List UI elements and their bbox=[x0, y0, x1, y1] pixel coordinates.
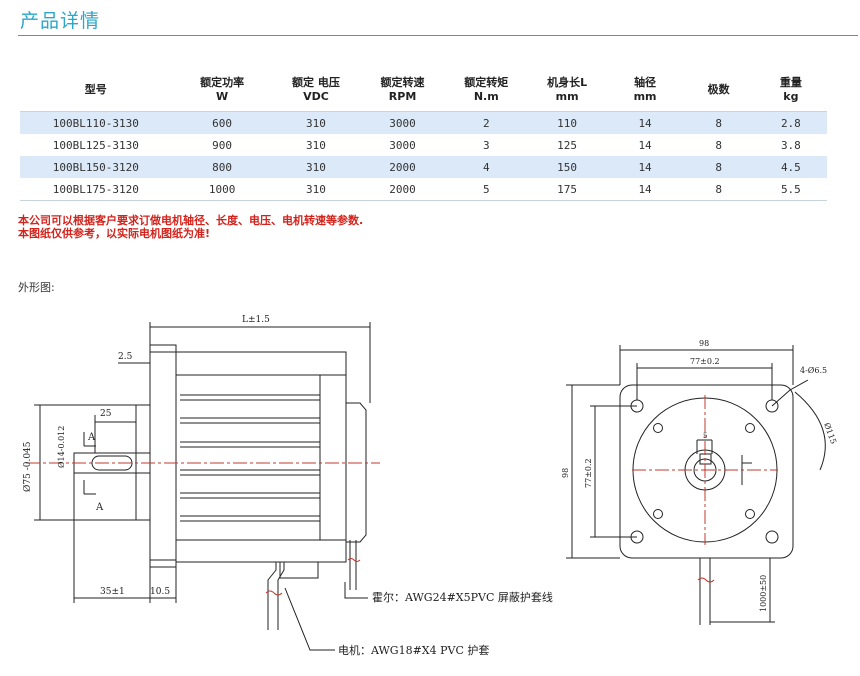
cell-length: 125 bbox=[557, 138, 578, 152]
dim-pcd: Ø115 bbox=[822, 422, 838, 446]
dim-height: 98 bbox=[561, 468, 570, 478]
note-custom: 本公司可以根据客户要求订做电机轴径、长度、电压、电机转速等参数. bbox=[18, 214, 364, 227]
section-mark-bottom: A bbox=[95, 502, 104, 513]
dim-key: 25 bbox=[100, 409, 112, 419]
cell-voltage: 310 bbox=[272, 111, 360, 134]
col-header-poles: 极数 bbox=[682, 69, 755, 112]
hall-wire-label: 霍尔：AWG24#X5PVC 屏蔽护套线 bbox=[372, 590, 553, 604]
cell-shaft: 14 bbox=[607, 178, 683, 201]
cell-speed: 2000 bbox=[359, 156, 446, 178]
cell-torque: 4 bbox=[445, 156, 527, 178]
dim-flange-thk: 10.5 bbox=[150, 587, 170, 597]
dim-width: 98 bbox=[699, 339, 709, 348]
cell-length: 110 bbox=[526, 111, 608, 134]
cell-voltage: 310 bbox=[272, 178, 360, 201]
cell-model: 100BL110-3130 bbox=[20, 111, 172, 134]
cell-model: 100BL150-3120 bbox=[20, 156, 172, 178]
cell-torque: 5 bbox=[445, 178, 527, 201]
cell-weight: 5.5 bbox=[754, 178, 827, 201]
cell-speed: 3000 bbox=[389, 138, 416, 152]
cell-power: 1000 bbox=[171, 178, 273, 201]
dim-front-key: 5 bbox=[703, 432, 707, 440]
cell-power: 800 bbox=[171, 156, 273, 178]
dim-lead: 1000±50 bbox=[759, 575, 768, 612]
section-mark-top: A bbox=[87, 432, 96, 443]
cell-poles: 8 bbox=[682, 178, 755, 201]
cell-poles: 8 bbox=[715, 138, 722, 152]
cell-poles: 8 bbox=[682, 111, 755, 134]
cell-torque: 2 bbox=[445, 111, 527, 134]
cell-length: 175 bbox=[526, 178, 608, 201]
cell-weight: 3.8 bbox=[780, 138, 801, 152]
page-title: 产品详情 bbox=[20, 10, 101, 32]
cell-model: 100BL125-3130 bbox=[52, 138, 139, 152]
table-row: 100BL110-3130 600 310 3000 2 110 14 8 2.… bbox=[20, 111, 827, 134]
cell-shaft: 14 bbox=[638, 138, 652, 152]
cell-power: 600 bbox=[171, 111, 273, 134]
cell-voltage: 310 bbox=[272, 156, 360, 178]
dim-flange: 2.5 bbox=[118, 352, 133, 362]
cell-shaft: 14 bbox=[607, 156, 683, 178]
dim-hole-spacing: 77±0.2 bbox=[690, 357, 720, 366]
dim-shaft-len: 35±1 bbox=[100, 587, 125, 597]
drawing-label: 外形图: bbox=[18, 281, 55, 294]
dim-holes: 4-Ø6.5 bbox=[800, 366, 827, 375]
cell-power: 900 bbox=[212, 138, 233, 152]
table-row: 100BL175-3120 1000 310 2000 5 175 14 8 5… bbox=[20, 178, 827, 201]
cell-speed: 3000 bbox=[359, 111, 446, 134]
cell-weight: 2.8 bbox=[754, 111, 827, 134]
cell-voltage: 310 bbox=[305, 138, 326, 152]
note-reference: 本图纸仅供参考，以实际电机图纸为准! bbox=[18, 227, 211, 240]
cell-weight: 4.5 bbox=[754, 156, 827, 178]
title-rule bbox=[18, 35, 858, 36]
dim-hole-spacing-v: 77±0.2 bbox=[584, 458, 593, 488]
front-view bbox=[566, 345, 826, 625]
dim-pilot: Ø75 -0.045 bbox=[22, 441, 33, 492]
table-row: 100BL150-3120 800 310 2000 4 150 14 8 4.… bbox=[20, 156, 827, 178]
table-row: 100BL125-3130 900 310 3000 3 125 14 8 3.… bbox=[20, 134, 827, 156]
cell-poles: 8 bbox=[682, 156, 755, 178]
motor-wire-label: 电机：AWG18#X4 PVC 护套 bbox=[338, 643, 489, 657]
cell-length: 150 bbox=[526, 156, 608, 178]
cell-speed: 2000 bbox=[359, 178, 446, 201]
col-header-model: 型号 bbox=[20, 69, 172, 112]
cell-model: 100BL175-3120 bbox=[20, 178, 172, 201]
cell-torque: 3 bbox=[482, 138, 490, 152]
dim-length: L±1.5 bbox=[242, 315, 270, 325]
side-view bbox=[34, 322, 371, 651]
cell-shaft: 14 bbox=[607, 111, 683, 134]
dim-shaft: Ø14-0.012 bbox=[57, 426, 66, 468]
